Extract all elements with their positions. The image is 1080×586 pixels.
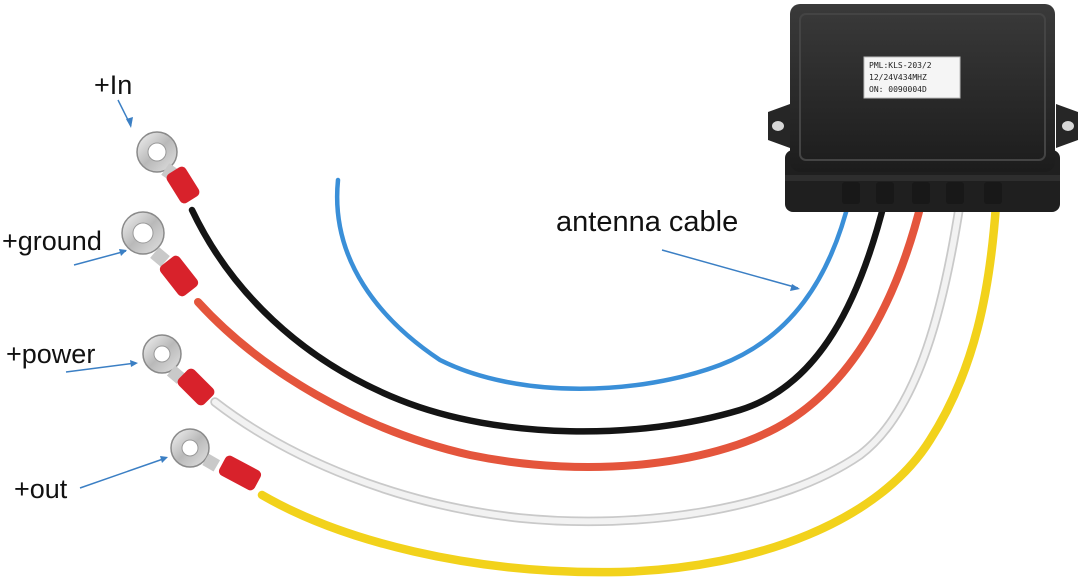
spec-plate-line-2: 12/24V434MHZ <box>869 73 927 82</box>
red-wire <box>194 196 926 472</box>
label-antenna-cable: antenna cable <box>556 206 739 238</box>
spec-plate <box>863 56 961 99</box>
wires <box>188 177 1001 577</box>
arrow-power <box>65 362 137 373</box>
annotation-arrows <box>65 99 800 489</box>
arrow-out <box>79 457 167 489</box>
terminal-power <box>142 334 215 406</box>
label-in: +In <box>94 70 133 100</box>
terminal-ground <box>121 211 199 297</box>
antenna-wire <box>334 177 853 391</box>
spec-plate-line-3: ON: 0090004D <box>869 85 927 94</box>
spec-plate-line-1: PML:KLS-203/2 <box>869 61 932 70</box>
terminal-out <box>170 428 262 491</box>
label-ground: +ground <box>2 226 102 256</box>
black-wire <box>188 196 889 435</box>
label-out: +out <box>14 474 68 504</box>
yellow-wire <box>257 200 1001 577</box>
terminal-in <box>136 131 200 204</box>
arrow-antenna <box>661 249 799 289</box>
ring-terminals <box>121 131 262 491</box>
arrow-ground <box>73 250 127 266</box>
control-box <box>768 4 1078 212</box>
label-power: +power <box>6 339 96 369</box>
